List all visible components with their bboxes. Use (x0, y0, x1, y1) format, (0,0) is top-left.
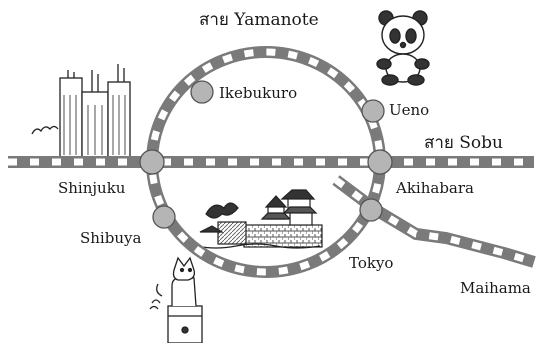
station-akihabara-marker[interactable] (367, 149, 393, 175)
station-label-shibuya[interactable]: Shibuya (80, 229, 141, 247)
station-shinjuku-marker[interactable] (139, 149, 165, 175)
station-shibuya-marker[interactable] (152, 205, 176, 229)
station-label-tokyo[interactable]: Tokyo (349, 254, 393, 272)
station-markers (139, 80, 393, 229)
station-label-ueno[interactable]: Ueno (389, 101, 429, 119)
station-ikebukuro-marker[interactable] (190, 80, 214, 104)
station-ueno-marker[interactable] (361, 99, 385, 123)
station-label-shinjuku[interactable]: Shinjuku (58, 179, 126, 197)
station-label-ikebukuro[interactable]: Ikebukuro (219, 84, 297, 102)
station-label-maihama[interactable]: Maihama (460, 279, 531, 297)
sobu-line-label: สาย Sobu (424, 133, 503, 153)
skyscrapers-illustration (31, 64, 131, 161)
castle-illustration (195, 189, 323, 249)
panda-illustration (376, 10, 430, 86)
dog-statue-illustration (149, 256, 203, 343)
station-label-akihabara[interactable]: Akihabara (395, 179, 474, 197)
station-tokyo-marker[interactable] (359, 198, 383, 222)
yamanote-line-label: สาย Yamanote (199, 10, 319, 30)
